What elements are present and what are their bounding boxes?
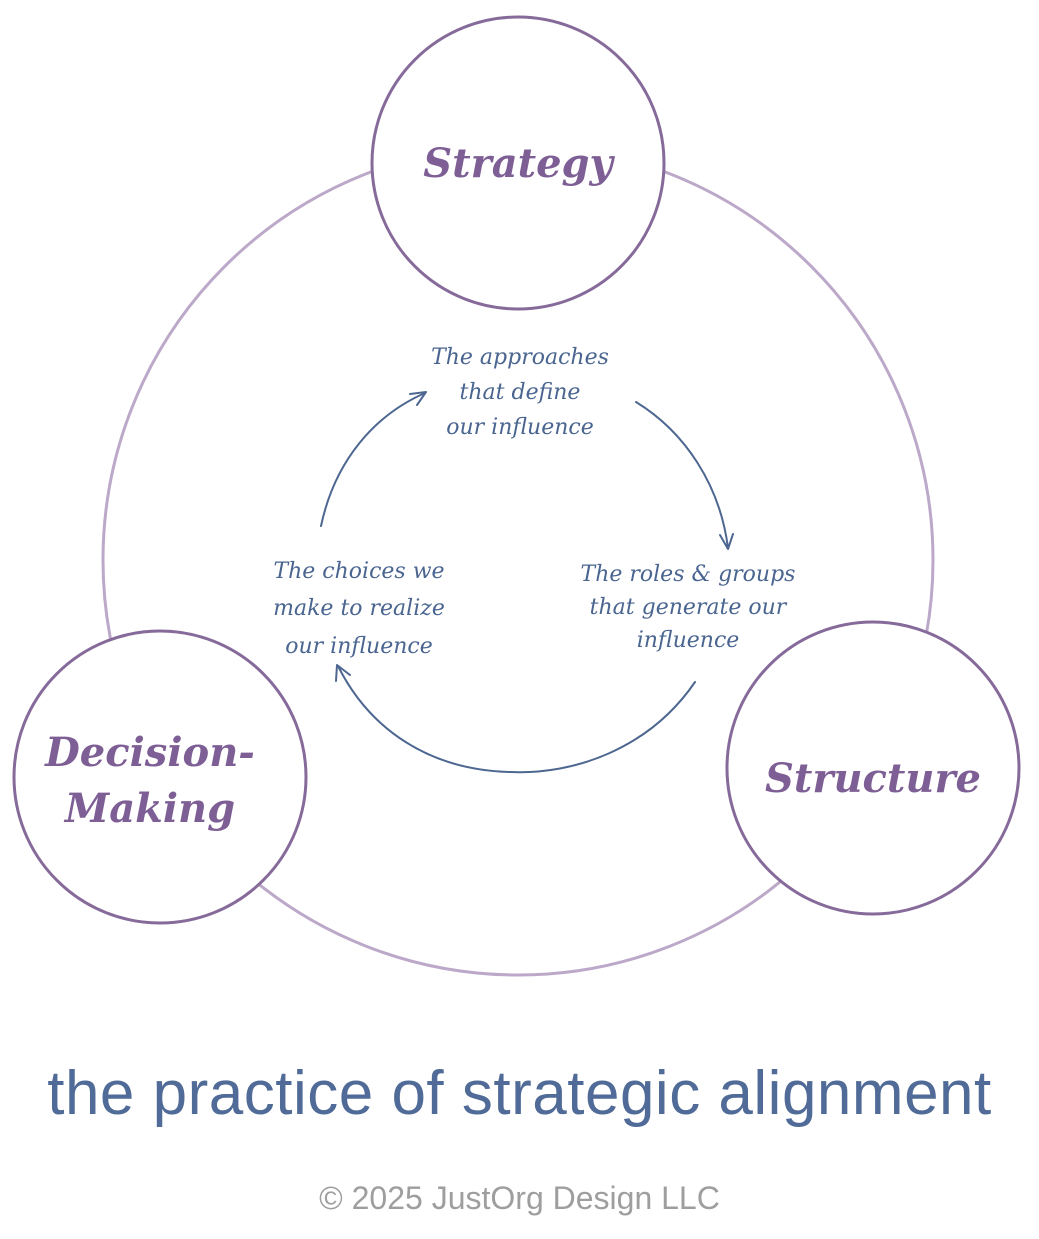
choices-line: make to realize	[273, 596, 445, 621]
choices-line: our influence	[285, 634, 433, 659]
arrowhead-approaches	[409, 391, 427, 406]
alignment-diagram: Strategy Structure Decision- Making The …	[12, 15, 1021, 977]
arrow-approaches-to-roles	[635, 401, 729, 549]
arrow-choices-to-approaches	[320, 392, 426, 527]
approaches-line: that define	[460, 380, 581, 405]
cycle-arrows	[320, 391, 734, 774]
roles-groups-description: The roles & groups that generate our inf…	[581, 562, 796, 653]
page-title: the practice of strategic alignment	[47, 1059, 992, 1128]
arrowhead-choices	[335, 664, 351, 682]
roles-groups-line: that generate our	[590, 595, 788, 620]
choices-line: The choices we	[273, 559, 444, 584]
roles-groups-line: The roles & groups	[581, 562, 796, 587]
structure-label: Structure	[765, 755, 981, 802]
strategy-circle	[370, 15, 666, 311]
decision-making-label-line1: Decision-	[44, 729, 255, 776]
strategy-label: Strategy	[423, 140, 615, 187]
structure-circle	[725, 620, 1021, 916]
roles-groups-line: influence	[637, 628, 740, 653]
copyright-notice: © 2025 JustOrg Design LLC	[319, 1180, 720, 1216]
decision-making-circle	[12, 629, 308, 925]
approaches-line: our influence	[446, 415, 594, 440]
arrow-roles-to-choices	[337, 665, 696, 774]
choices-description: The choices we make to realize our influ…	[273, 559, 445, 659]
approaches-line: The approaches	[431, 345, 609, 370]
arrowhead-roles	[719, 533, 734, 550]
approaches-description: The approaches that define our influence	[431, 345, 609, 440]
decision-making-label-line2: Making	[63, 785, 235, 832]
